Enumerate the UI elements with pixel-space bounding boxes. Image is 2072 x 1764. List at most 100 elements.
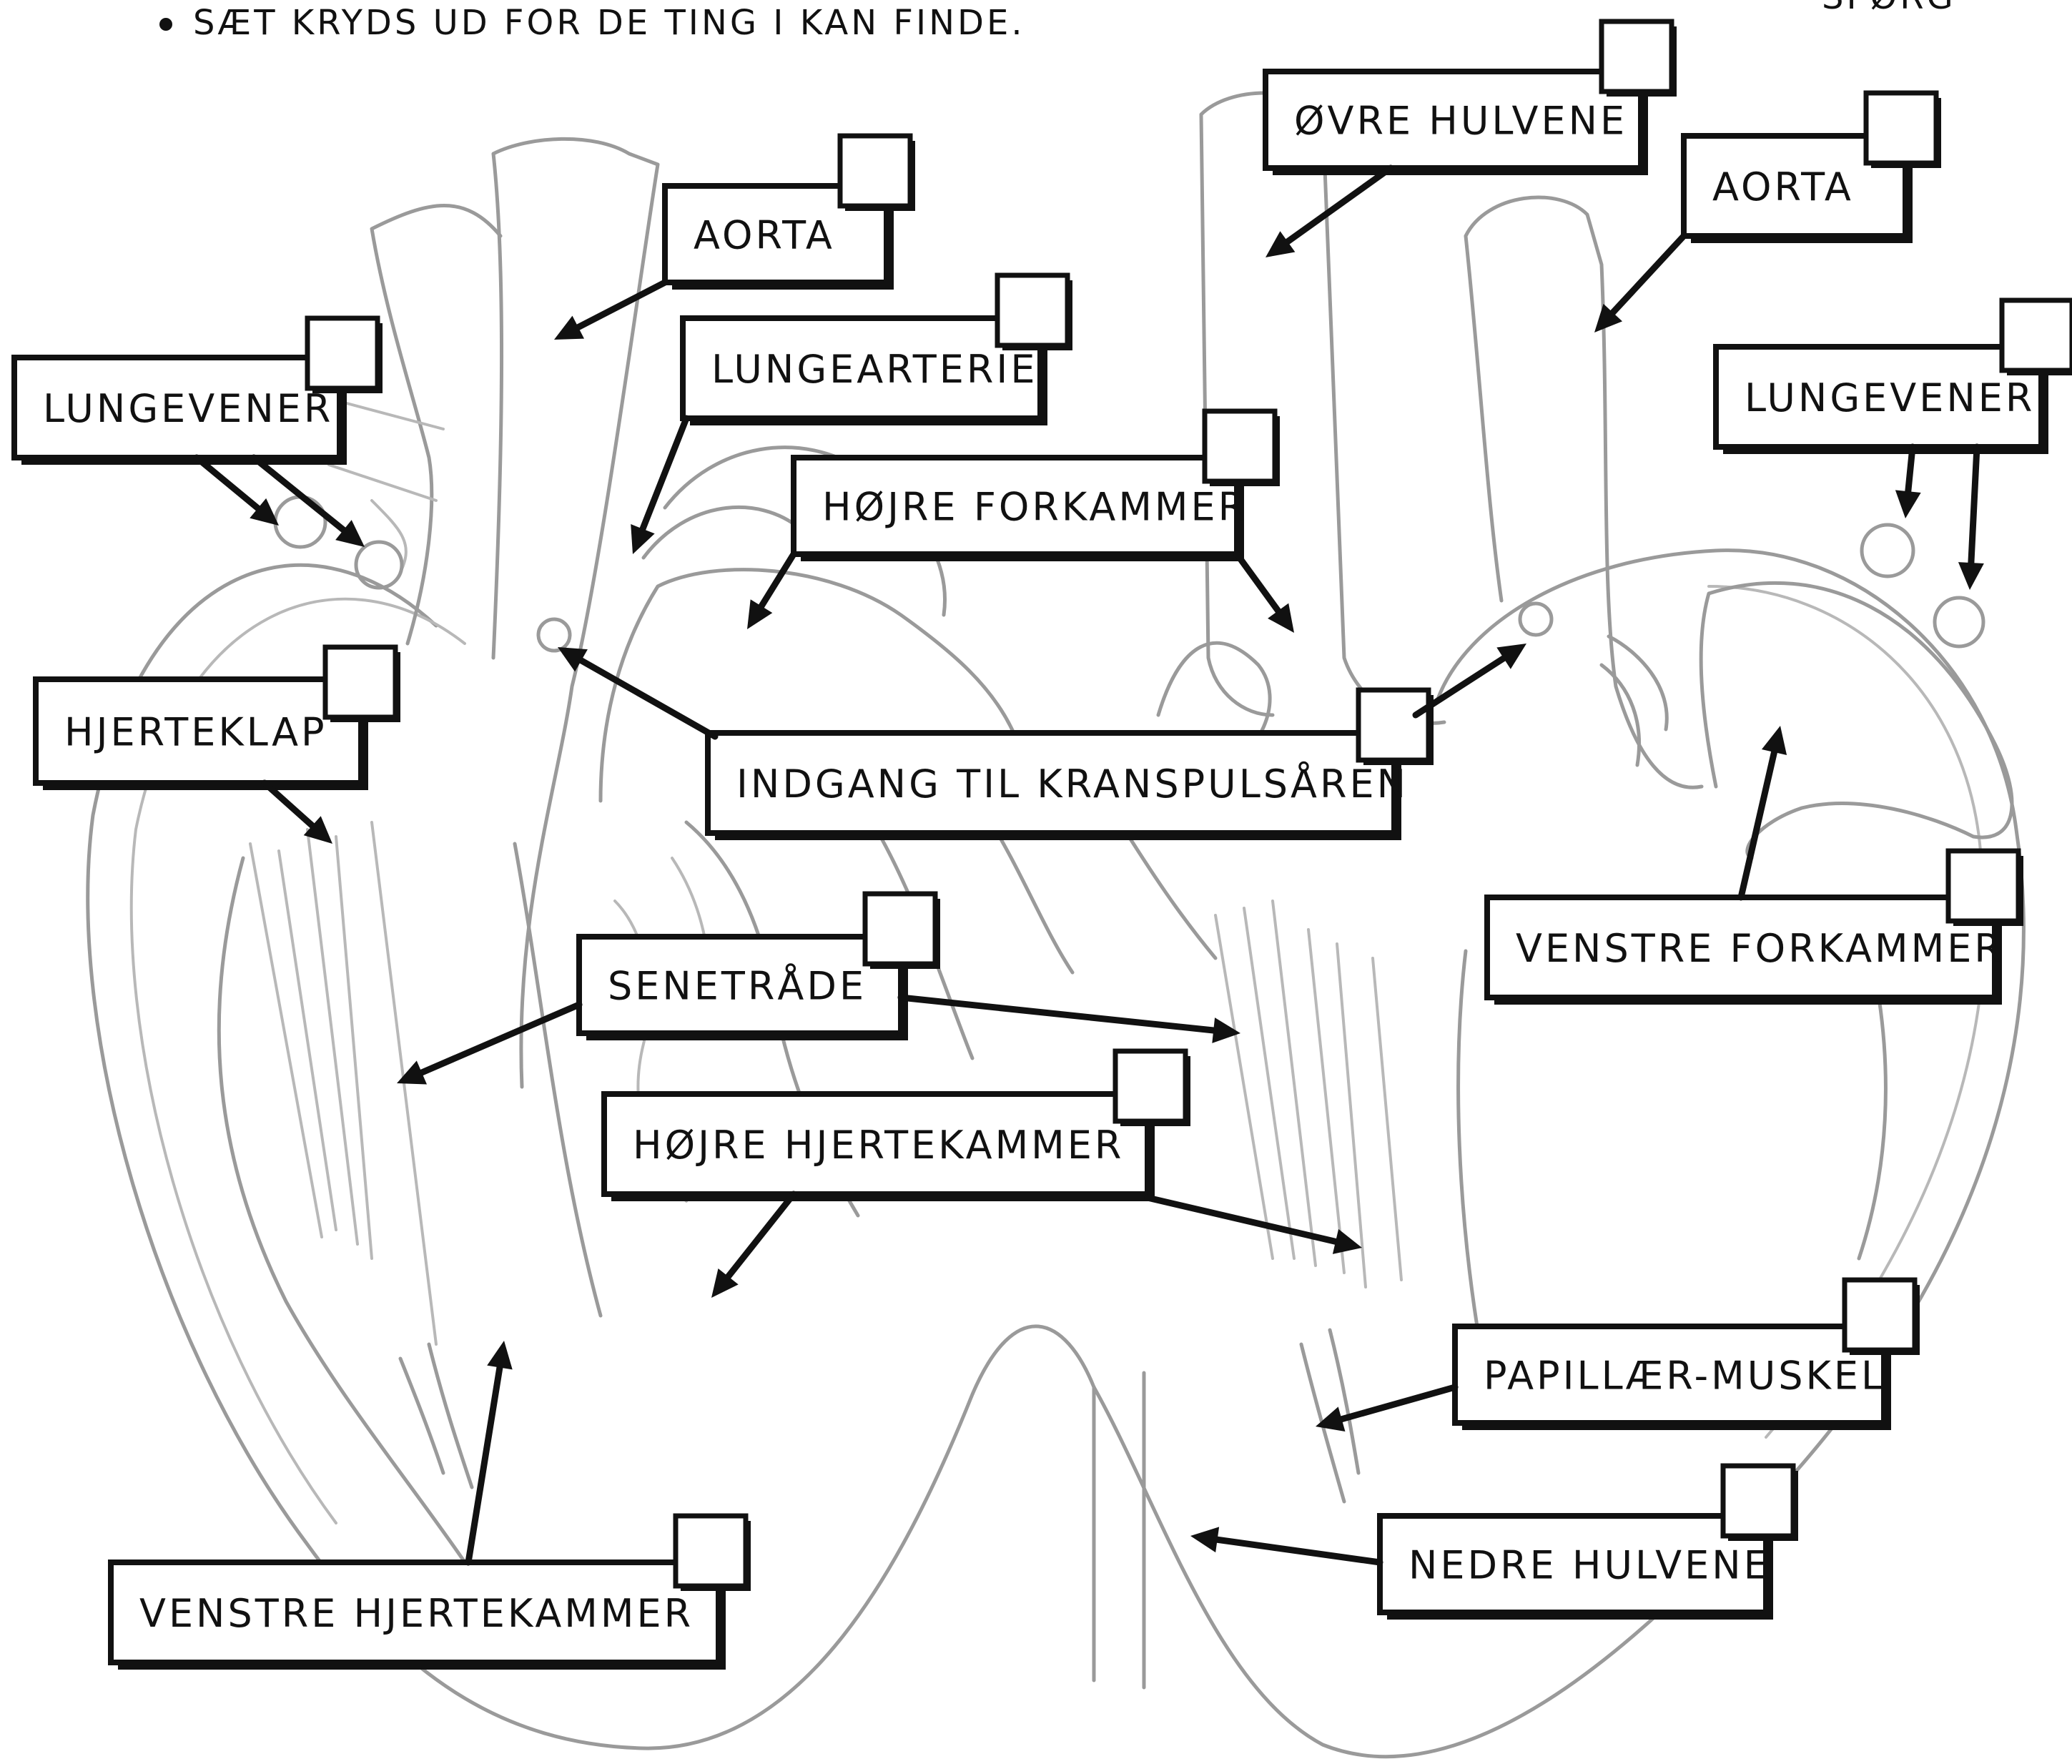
indgang-kranspulsaaren-arrow-1 <box>558 647 719 740</box>
arrow-head <box>554 315 585 340</box>
label-box <box>1484 895 1998 1000</box>
right-pulmonary-artery <box>1599 634 1669 767</box>
arrow-shaft <box>578 657 719 740</box>
label-text: HØJRE FORKAMMER <box>822 485 1248 530</box>
label-box <box>576 934 904 1036</box>
checkbox-lungevener-left[interactable] <box>305 315 380 391</box>
label-text: LUNGEARTERIE <box>711 347 1037 392</box>
label-text: INDGANG TIL KRANSPULSÅREN <box>736 761 1409 807</box>
checkbox-nedre-hulvene[interactable] <box>1720 1463 1796 1539</box>
label-box <box>11 355 342 460</box>
label-text: VENSTRE FORKAMMER <box>1516 926 2004 971</box>
checkbox-lungevener-right[interactable] <box>1999 297 2072 373</box>
nedre-hulvene-arrow <box>1190 1527 1383 1566</box>
checkbox-hjerteklap[interactable] <box>322 644 398 720</box>
lungevener-right-arrow-1 <box>1895 443 1921 518</box>
checkbox-venstre-hjertekammer[interactable] <box>673 1513 749 1589</box>
arrow-shaft <box>250 454 347 533</box>
label-box <box>1713 344 2044 450</box>
arrow-shaft <box>639 415 690 533</box>
corner-text-fragment: SPØRG <box>1822 0 1956 17</box>
label-box <box>791 455 1240 557</box>
venstre-hjertekammer-arrow <box>465 1341 513 1566</box>
arrow-head <box>303 816 332 844</box>
checkbox-papillaer-muskel[interactable] <box>1842 1277 1918 1353</box>
checkbox-venstre-forkammer[interactable] <box>1945 848 2021 924</box>
label-hoejre-hjertekammer: HØJRE HJERTEKAMMER <box>601 1048 1190 1201</box>
arrow-shaft <box>1412 655 1507 719</box>
right-atrium-chamber <box>1699 581 2014 860</box>
arrow-head <box>1496 644 1526 669</box>
right-superior-vena-cava <box>1199 91 1446 725</box>
checkbox-hoejre-hjertekammer[interactable] <box>1113 1048 1188 1124</box>
arrow-shaft <box>1233 551 1282 614</box>
label-box <box>108 1559 721 1665</box>
checkbox-aorta-left[interactable] <box>837 133 913 209</box>
arrow-shaft <box>1144 1194 1339 1245</box>
papillaer-muskel-arrow <box>1316 1384 1459 1432</box>
label-box <box>601 1091 1150 1197</box>
label-lungevener-right: LUNGEVENER <box>1713 297 2072 454</box>
left-vein-opening-2 <box>354 540 404 590</box>
label-senetraade: SENETRÅDE <box>576 891 940 1040</box>
arrow-head <box>1266 231 1296 257</box>
hoejre-hjertekammer-arrow-2 <box>1144 1194 1362 1254</box>
venstre-forkammer-arrow <box>1737 726 1787 901</box>
checkbox-oevre-hulvene[interactable] <box>1599 19 1674 94</box>
label-papillaer-muskel: PAPILLÆR-MUSKEL <box>1452 1277 1920 1430</box>
label-nedre-hulvene: NEDRE HULVENE <box>1377 1463 1798 1620</box>
lungearterie-arrow <box>631 415 690 554</box>
label-box <box>680 315 1043 421</box>
arrow-shaft <box>1214 1536 1383 1566</box>
arrow-head <box>1958 562 1984 590</box>
checkbox-senetraade[interactable] <box>862 891 938 967</box>
label-layer: AORTA LUNGEVENER LUNGEARTERIE HØJRE FORKAMM… <box>11 19 2072 1670</box>
left-chordae-tendineae <box>249 821 438 1346</box>
checkbox-aorta-right[interactable] <box>1863 90 1939 166</box>
label-venstre-forkammer: VENSTRE FORKAMMER <box>1484 848 2023 1005</box>
arrow-shaft <box>897 994 1217 1034</box>
instruction-text: SÆT KRYDS UD FOR DE TING I KAN FINDE. <box>193 3 1025 43</box>
right-vein-opening-2 <box>1933 596 1985 649</box>
hoejre-forkammer-arrow-2 <box>1233 551 1294 633</box>
hoejre-hjertekammer-arrow-1 <box>711 1191 797 1298</box>
oevre-hulvene-arrow <box>1266 164 1394 257</box>
label-box <box>33 676 364 786</box>
lungevener-left-arrow-2 <box>250 454 365 547</box>
label-lungevener-left: LUNGEVENER <box>11 315 383 465</box>
arrow-shaft <box>1737 749 1778 901</box>
heart-diagram <box>86 91 2026 1759</box>
arrow-head <box>711 1268 739 1298</box>
label-text: AORTA <box>694 213 835 258</box>
left-heart-inner-outline <box>129 597 466 1524</box>
label-indgang-kranspulsaaren: INDGANG TIL KRANSPULSÅREN <box>705 687 1434 840</box>
hoejre-forkammer-arrow-1 <box>747 551 797 629</box>
arrow-head <box>1316 1406 1346 1432</box>
senetraade-arrow-1 <box>397 1001 583 1085</box>
label-text: VENSTRE HJERTEKAMMER <box>139 1591 694 1636</box>
arrow-head <box>1212 1017 1240 1043</box>
right-ventricle-wall <box>1456 949 1888 1346</box>
right-chordae-tendineae <box>1214 900 1403 1288</box>
arrow-shaft <box>1338 1384 1459 1423</box>
arrow-layer <box>193 164 1984 1566</box>
checkbox-hoejre-forkammer[interactable] <box>1202 408 1278 484</box>
arrow-head <box>1594 303 1623 332</box>
checkbox-indgang-kranspulsaaren[interactable] <box>1356 687 1431 763</box>
arrow-shaft <box>725 1191 797 1280</box>
arrow-head <box>558 647 588 672</box>
arrow-shaft <box>193 454 262 512</box>
arrow-head <box>487 1341 513 1370</box>
arrow-shaft <box>1284 164 1394 245</box>
arrow-head <box>1190 1527 1220 1553</box>
label-venstre-hjertekammer: VENSTRE HJERTEKAMMER <box>108 1513 751 1670</box>
arrow-head <box>1268 603 1294 633</box>
lungevener-right-arrow-2 <box>1958 443 1984 590</box>
label-text: NEDRE HULVENE <box>1409 1543 1771 1588</box>
coronary-opening-left <box>536 617 572 653</box>
arrow-shaft <box>1609 232 1687 316</box>
arrow-head <box>631 524 655 554</box>
aorta-right-arrow <box>1594 232 1687 332</box>
checkbox-lungearterie[interactable] <box>995 272 1070 348</box>
